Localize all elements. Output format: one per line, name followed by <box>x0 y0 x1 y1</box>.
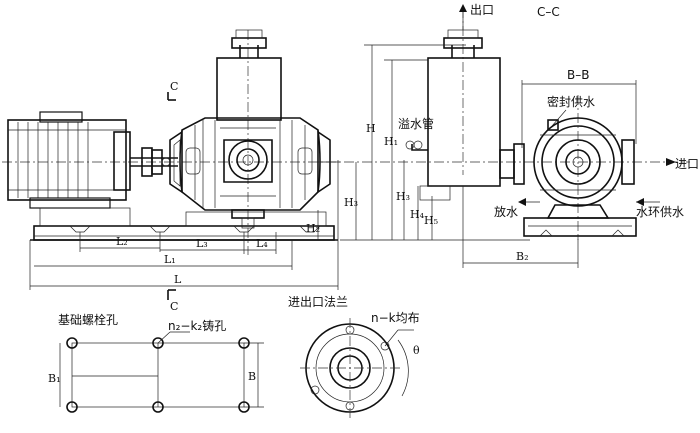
side-view <box>405 29 637 237</box>
labels: 出口 C–C B–B 密封供水 溢水管 进口 放水 水环供水 基础螺栓孔 n₂−… <box>48 3 699 385</box>
dim-h3-side: H₃ <box>396 190 410 203</box>
drain-label: 放水 <box>494 204 518 219</box>
seal-water-label: 密封供水 <box>547 94 595 109</box>
pump-body <box>169 29 340 229</box>
nk-uniform-label: n−k均布 <box>371 311 420 325</box>
section-bb-label: B–B <box>567 68 589 82</box>
dim-l3: L₃ <box>196 237 208 250</box>
overflow-pipe-label: 溢水管 <box>398 116 434 131</box>
dim-b: B <box>248 370 256 383</box>
dim-h: H <box>366 122 376 135</box>
outlet-label: 出口 <box>470 3 494 17</box>
section-c-bottom: C <box>170 300 178 313</box>
theta-label: θ <box>413 344 420 357</box>
dim-l: L <box>174 273 182 286</box>
bolt-holes-title: 基础螺栓孔 <box>58 312 118 327</box>
ring-water-label: 水环供水 <box>636 205 684 219</box>
flange-title: 进出口法兰 <box>288 295 348 309</box>
bolt-hole-plan <box>59 331 264 413</box>
dim-h4: H₄ <box>410 208 425 221</box>
dim-b1: B₁ <box>48 372 61 385</box>
dimension-lines <box>29 4 676 300</box>
inlet-label: 进口 <box>675 157 699 171</box>
dim-l1: L₁ <box>164 253 176 266</box>
base-frame <box>30 207 338 241</box>
dim-h3: H₃ <box>344 196 358 209</box>
cast-holes-label: n₂−k₂铸孔 <box>168 318 226 333</box>
electric-motor <box>7 111 131 209</box>
section-cc-label: C–C <box>537 5 560 19</box>
dim-b2: B₂ <box>516 250 529 263</box>
dim-l4: L₄ <box>256 237 268 250</box>
dim-h5: H₅ <box>424 214 438 227</box>
dim-l2: L₂ <box>116 235 128 248</box>
dim-h1: H₁ <box>384 135 398 148</box>
dim-h2: H₂ <box>306 222 320 235</box>
flange-view <box>300 318 414 420</box>
section-c-top: C <box>170 80 178 93</box>
